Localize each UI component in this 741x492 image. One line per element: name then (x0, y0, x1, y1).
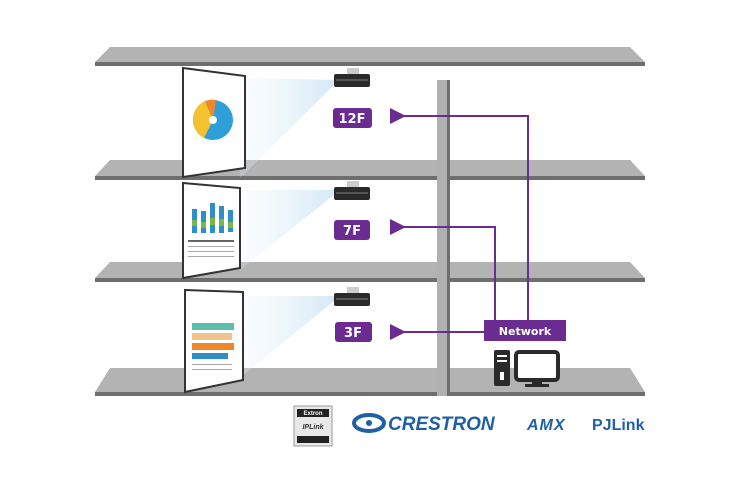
floor-slabs (95, 47, 645, 396)
pillar (437, 80, 450, 396)
screen-bar-chart (182, 181, 241, 280)
crestron-logo: CRESTRON (352, 413, 496, 435)
extron-iplink-logo: IPLink Extron (293, 405, 333, 447)
slab-7f (95, 262, 645, 278)
floor-12f: 12F (182, 66, 372, 179)
screen-pie-chart (182, 66, 246, 179)
projector-icon (334, 68, 370, 87)
slab-12f (95, 160, 645, 176)
pjlink-logo: PJLink (592, 417, 645, 434)
screen-infographic (184, 288, 244, 394)
projection-beam (240, 78, 335, 178)
svg-text:CRESTRON: CRESTRON (388, 414, 496, 435)
floor-label-3f: 3F (344, 326, 362, 341)
link-12f (390, 108, 529, 320)
amx-logo: AMX (526, 417, 566, 434)
projection-beam (240, 190, 335, 270)
computer-icon (494, 350, 560, 387)
network-connections (390, 108, 529, 340)
link-7f (390, 219, 496, 320)
floor-3f: 3F (184, 287, 372, 394)
network-box (484, 320, 566, 341)
projection-beam (240, 296, 335, 378)
projector-icon (334, 181, 370, 200)
slab-roof (95, 47, 645, 62)
svg-text:IPLink: IPLink (302, 424, 324, 431)
floor-label-7f: 7F (343, 224, 361, 239)
floor-label-12f: 12F (339, 112, 366, 127)
floor-7f: 7F (182, 181, 370, 280)
svg-text:Extron: Extron (303, 411, 322, 417)
slab-3f (95, 368, 645, 392)
network-label: Network (499, 325, 552, 338)
projector-icon (334, 287, 370, 306)
